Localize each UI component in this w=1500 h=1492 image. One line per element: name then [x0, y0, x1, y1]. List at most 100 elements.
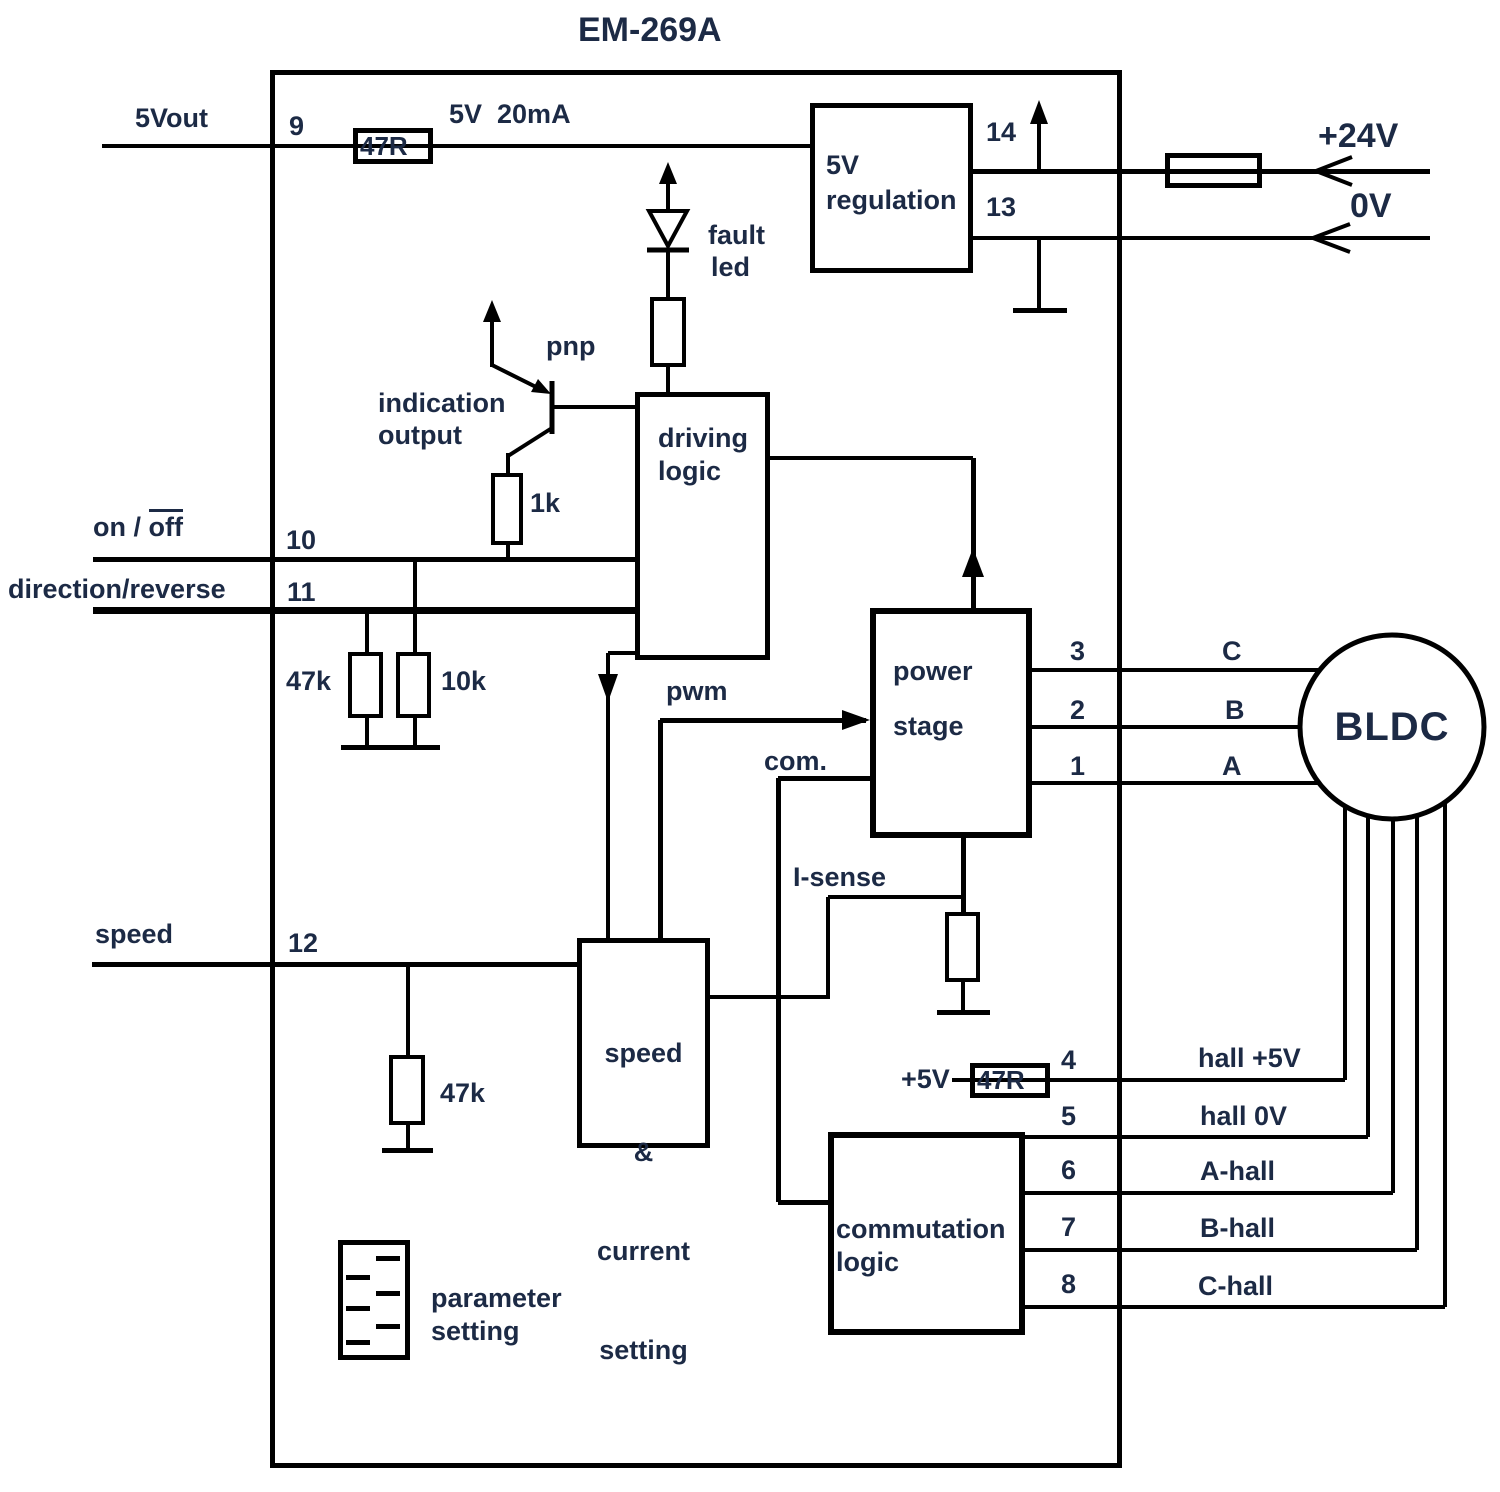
- indication-label-line2: output: [378, 420, 462, 450]
- wire-direction: [93, 607, 635, 614]
- commutation-logic-label-line1: commutation: [836, 1214, 1006, 1244]
- wire-b-hall: [1025, 1248, 1417, 1252]
- negation-overbar: off: [148, 509, 183, 542]
- wire-10k-gnd: [413, 718, 417, 746]
- pin7-number: 7: [1061, 1212, 1077, 1242]
- ground-icon: [382, 1148, 433, 1153]
- wire-pwm: [660, 718, 866, 723]
- wire-47k-drop: [365, 610, 369, 652]
- pin11-label: direction/reverse: [8, 574, 226, 604]
- resistor-47r-hall: [970, 1063, 1050, 1098]
- wire-phase-b: [1032, 725, 1332, 729]
- wire-isense-bottom: [710, 995, 830, 999]
- wire-motor-c-hall: [1443, 785, 1447, 1307]
- wire-motor-a-hall: [1391, 795, 1395, 1193]
- hall-plus5v-label: hall +5V: [1198, 1043, 1301, 1073]
- wire-speed: [92, 962, 577, 967]
- resistor-47r-value: 47R: [360, 131, 408, 161]
- diagram-title: EM-269A: [578, 11, 722, 49]
- pin12-label: speed: [95, 919, 174, 949]
- module-outline: [270, 70, 1122, 1468]
- wire-pwm-vertical: [658, 720, 663, 938]
- phase-b-label: B: [1225, 695, 1245, 725]
- pwm-label: pwm: [666, 676, 728, 706]
- pin12-number: 12: [288, 928, 319, 958]
- isense-label: I-sense: [793, 862, 887, 892]
- wire-collector-to-1k: [506, 453, 510, 475]
- resistor-10k-value: 10k: [441, 666, 487, 696]
- pin6-number: 6: [1061, 1155, 1077, 1185]
- power-stage-label-line1: power: [893, 656, 973, 686]
- pin8-number: 8: [1061, 1269, 1077, 1299]
- pin9-number: 9: [289, 111, 305, 141]
- ground-icon: [390, 745, 440, 750]
- wire-speed-47k-gnd: [406, 1125, 410, 1150]
- ground-icon: [341, 745, 391, 750]
- wire-powerstage-bottom: [961, 838, 966, 912]
- phase-c-label: C: [1222, 636, 1242, 666]
- pin2-number: 2: [1070, 695, 1086, 725]
- wire-led-to-resistor: [666, 251, 670, 297]
- commutation-logic-label-line2: logic: [836, 1247, 900, 1277]
- block-speed-current-setting: [577, 938, 710, 1148]
- pin3-number: 3: [1070, 636, 1086, 666]
- fuse-icon: [1165, 153, 1262, 188]
- resistor-1k: [491, 473, 523, 545]
- wire-phase-c: [1032, 668, 1340, 672]
- speed-current-setting-label: speed & current setting: [596, 1038, 691, 1365]
- wire-motor-b-hall: [1415, 790, 1419, 1250]
- pin10-label: on / off: [93, 509, 183, 544]
- dip-switch-lever: [376, 1256, 400, 1261]
- resistor-47k-speed: [389, 1055, 425, 1125]
- regulation-label-line1: 5V: [826, 150, 860, 180]
- wire-phase-a: [1032, 781, 1340, 785]
- wire-speed-47k-drop: [406, 964, 410, 1055]
- pnp-label: pnp: [546, 331, 596, 361]
- power-stage-label-line2: stage: [893, 711, 964, 741]
- wire-drivinglogic-bottom-stub: [608, 651, 635, 655]
- wire-0v: [973, 236, 1430, 240]
- pin4-number: 4: [1061, 1045, 1077, 1075]
- wire-isense-top: [828, 895, 963, 899]
- wire-47k-gnd: [365, 718, 369, 746]
- wire-hall-0v: [1025, 1135, 1368, 1139]
- ground-icon: [1013, 308, 1067, 313]
- ground-icon: [937, 1010, 990, 1015]
- wire-1k-to-onoff: [506, 545, 510, 559]
- indication-label-line1: indication: [378, 388, 506, 418]
- hall-0v-label: hall 0V: [1200, 1101, 1288, 1131]
- block-5v-regulation: [810, 103, 973, 273]
- resistor-47r-hall-value: 47R: [977, 1065, 1025, 1095]
- dip-switch-lever: [346, 1306, 370, 1311]
- parameter-setting-label-line2: setting: [431, 1316, 520, 1346]
- wire-motor-hall-5v: [1343, 790, 1347, 1080]
- pin11-number: 11: [287, 577, 316, 607]
- parameter-setting-label-line1: parameter: [431, 1283, 562, 1313]
- regulation-label-line2: regulation: [826, 185, 957, 215]
- pin5-number: 5: [1061, 1101, 1077, 1131]
- hall-5v-supply-label: +5V: [901, 1064, 950, 1094]
- wire-drivinglogic-powerstage: [770, 456, 973, 460]
- driving-logic-label-line1: driving: [658, 423, 749, 453]
- resistor-10k-onoff: [396, 652, 431, 718]
- wire-5v-out: [102, 144, 810, 148]
- c-hall-label: C-hall: [1198, 1271, 1274, 1301]
- dip-switch-lever: [346, 1275, 370, 1280]
- wire-resistor-to-drivinglogic: [666, 367, 670, 392]
- supply-24v-label: +24V: [1318, 117, 1399, 155]
- resistor-47r-5vout: [353, 128, 433, 164]
- wire-com-top: [778, 776, 870, 781]
- dip-switch-lever: [346, 1340, 370, 1345]
- rail-5v-20ma-label: 5V 20mA: [449, 99, 571, 129]
- wire-on-off: [93, 557, 635, 562]
- block-power-stage: [870, 608, 1032, 838]
- pin13-number: 13: [986, 192, 1017, 222]
- wire-a-hall: [1025, 1191, 1393, 1195]
- resistor-fault-led: [650, 297, 686, 367]
- pin14-number: 14: [986, 117, 1017, 147]
- block-driving-logic: [635, 392, 770, 660]
- wire-drivinglogic-to-speedblock: [606, 653, 610, 938]
- resistor-1k-value: 1k: [530, 488, 561, 518]
- dip-switch-lever: [376, 1291, 400, 1296]
